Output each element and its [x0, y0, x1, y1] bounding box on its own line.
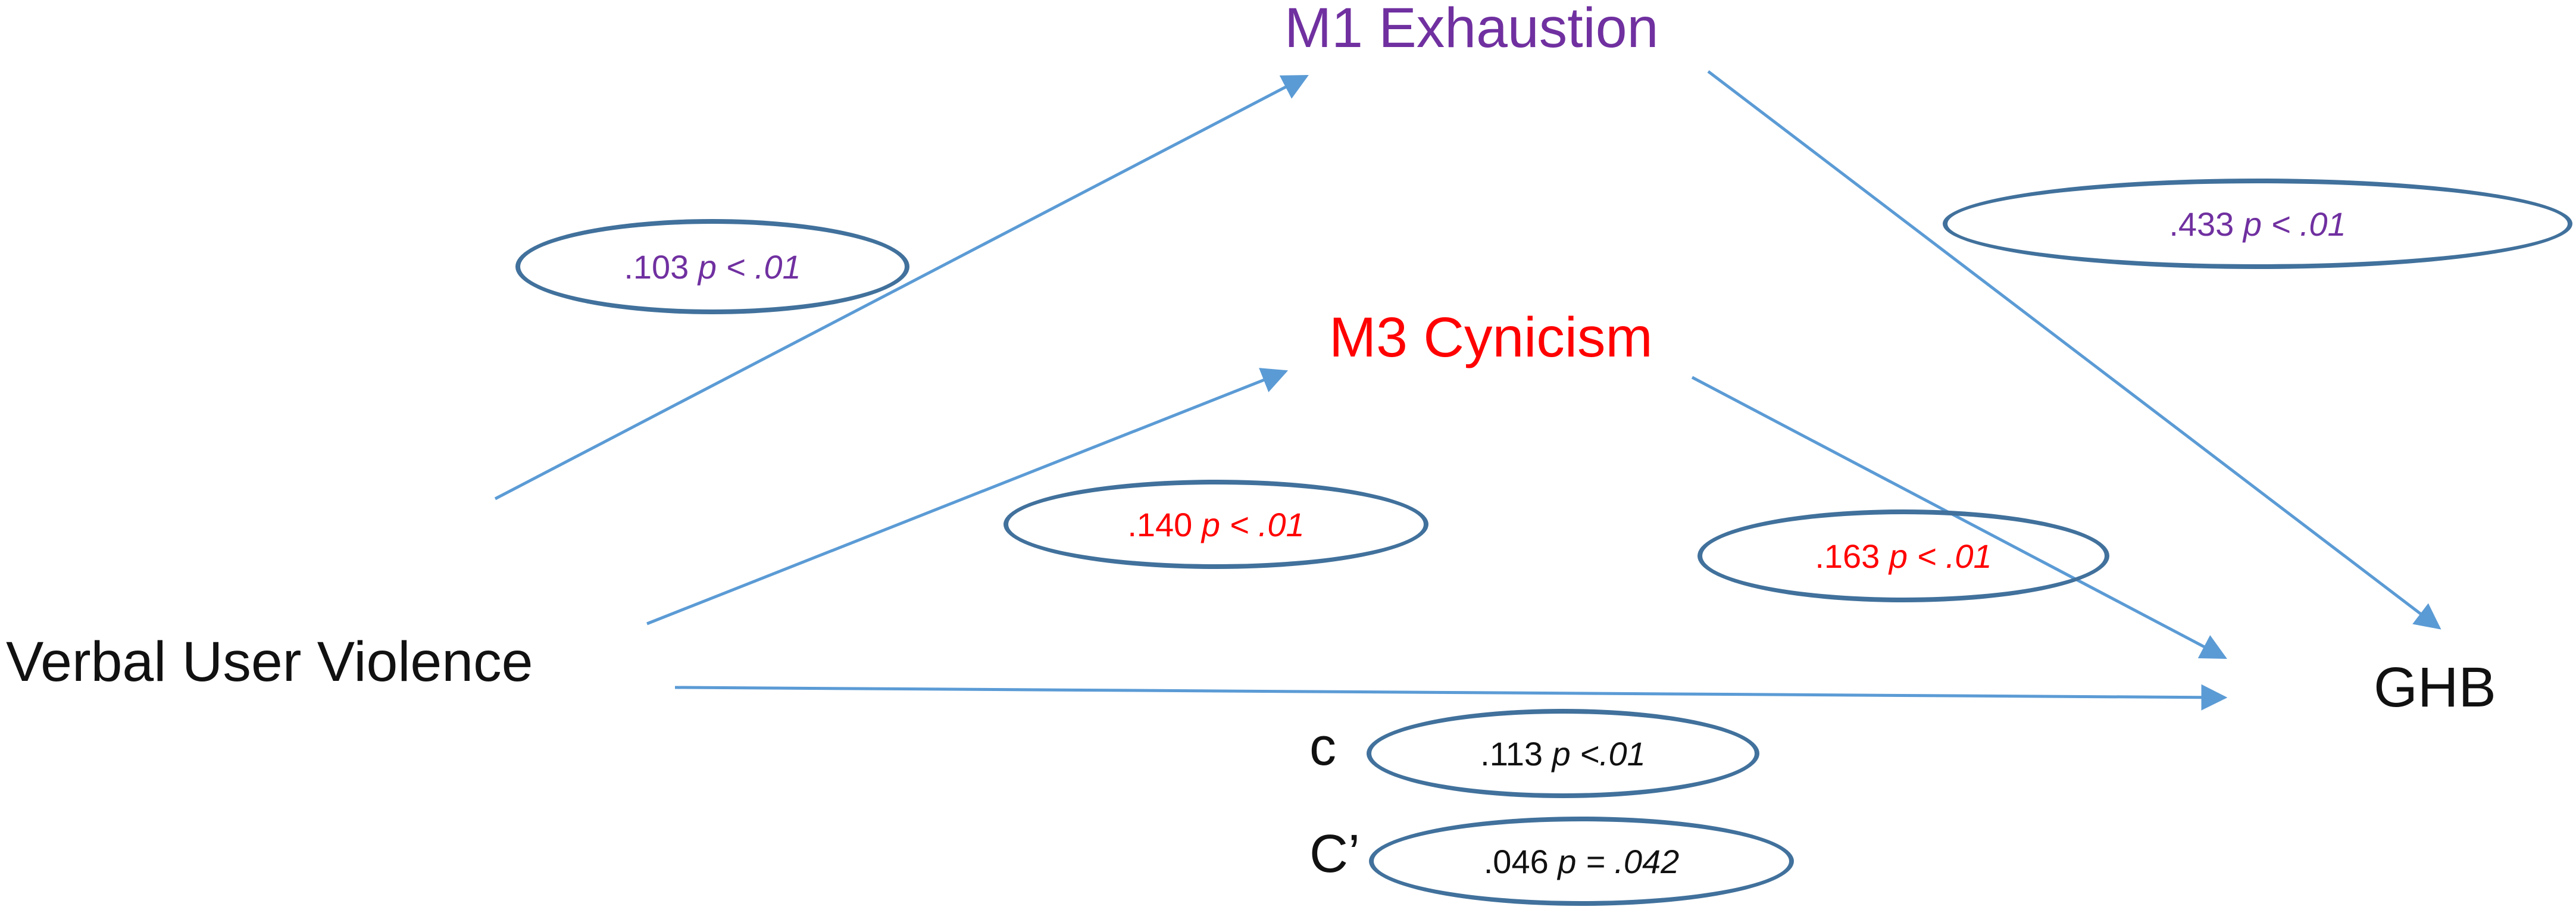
coef-significance: p < .01 [2243, 205, 2346, 243]
arrow-x-to-m3 [646, 368, 1289, 626]
coef-ellipse-x-m1: .103 p < .01 [515, 219, 909, 314]
coef-ellipse-total-effect: .113 p <.01 [1367, 709, 1759, 798]
coef-value: .433 [2169, 205, 2234, 243]
coef-significance: p < .01 [1201, 505, 1305, 543]
coef-significance: p <.01 [1552, 734, 1646, 773]
arrow-x-to-y [674, 684, 2228, 711]
arrow-x-to-m1 [494, 74, 1309, 501]
total-effect-label: c [1309, 717, 1336, 777]
direct-effect-label: C’ [1309, 824, 1360, 884]
node-m3-cynicism: M3 Cynicism [1329, 306, 1653, 369]
coef-ellipse-x-m3: .140 p < .01 [1003, 480, 1428, 569]
coef-value: .103 [624, 248, 689, 286]
arrow-m1-to-y [1707, 70, 2441, 630]
coef-significance: p = .042 [1558, 842, 1680, 880]
coef-value: .046 [1483, 842, 1549, 880]
node-m1-exhaustion: M1 Exhaustion [1284, 0, 1659, 60]
coef-ellipse-m1-y: .433 p < .01 [1943, 179, 2572, 269]
node-ghb: GHB [2374, 656, 2496, 719]
coef-value: .163 [1815, 537, 1880, 575]
coef-ellipse-m3-y: .163 p < .01 [1697, 509, 2109, 602]
node-verbal-user-violence: Verbal User Violence [6, 630, 533, 693]
coef-value: .140 [1127, 505, 1193, 543]
coef-significance: p < .01 [1889, 537, 1992, 575]
coef-significance: p < .01 [698, 248, 801, 286]
coef-ellipse-direct-effect: .046 p = .042 [1369, 817, 1794, 906]
coef-value: .113 [1480, 734, 1543, 773]
